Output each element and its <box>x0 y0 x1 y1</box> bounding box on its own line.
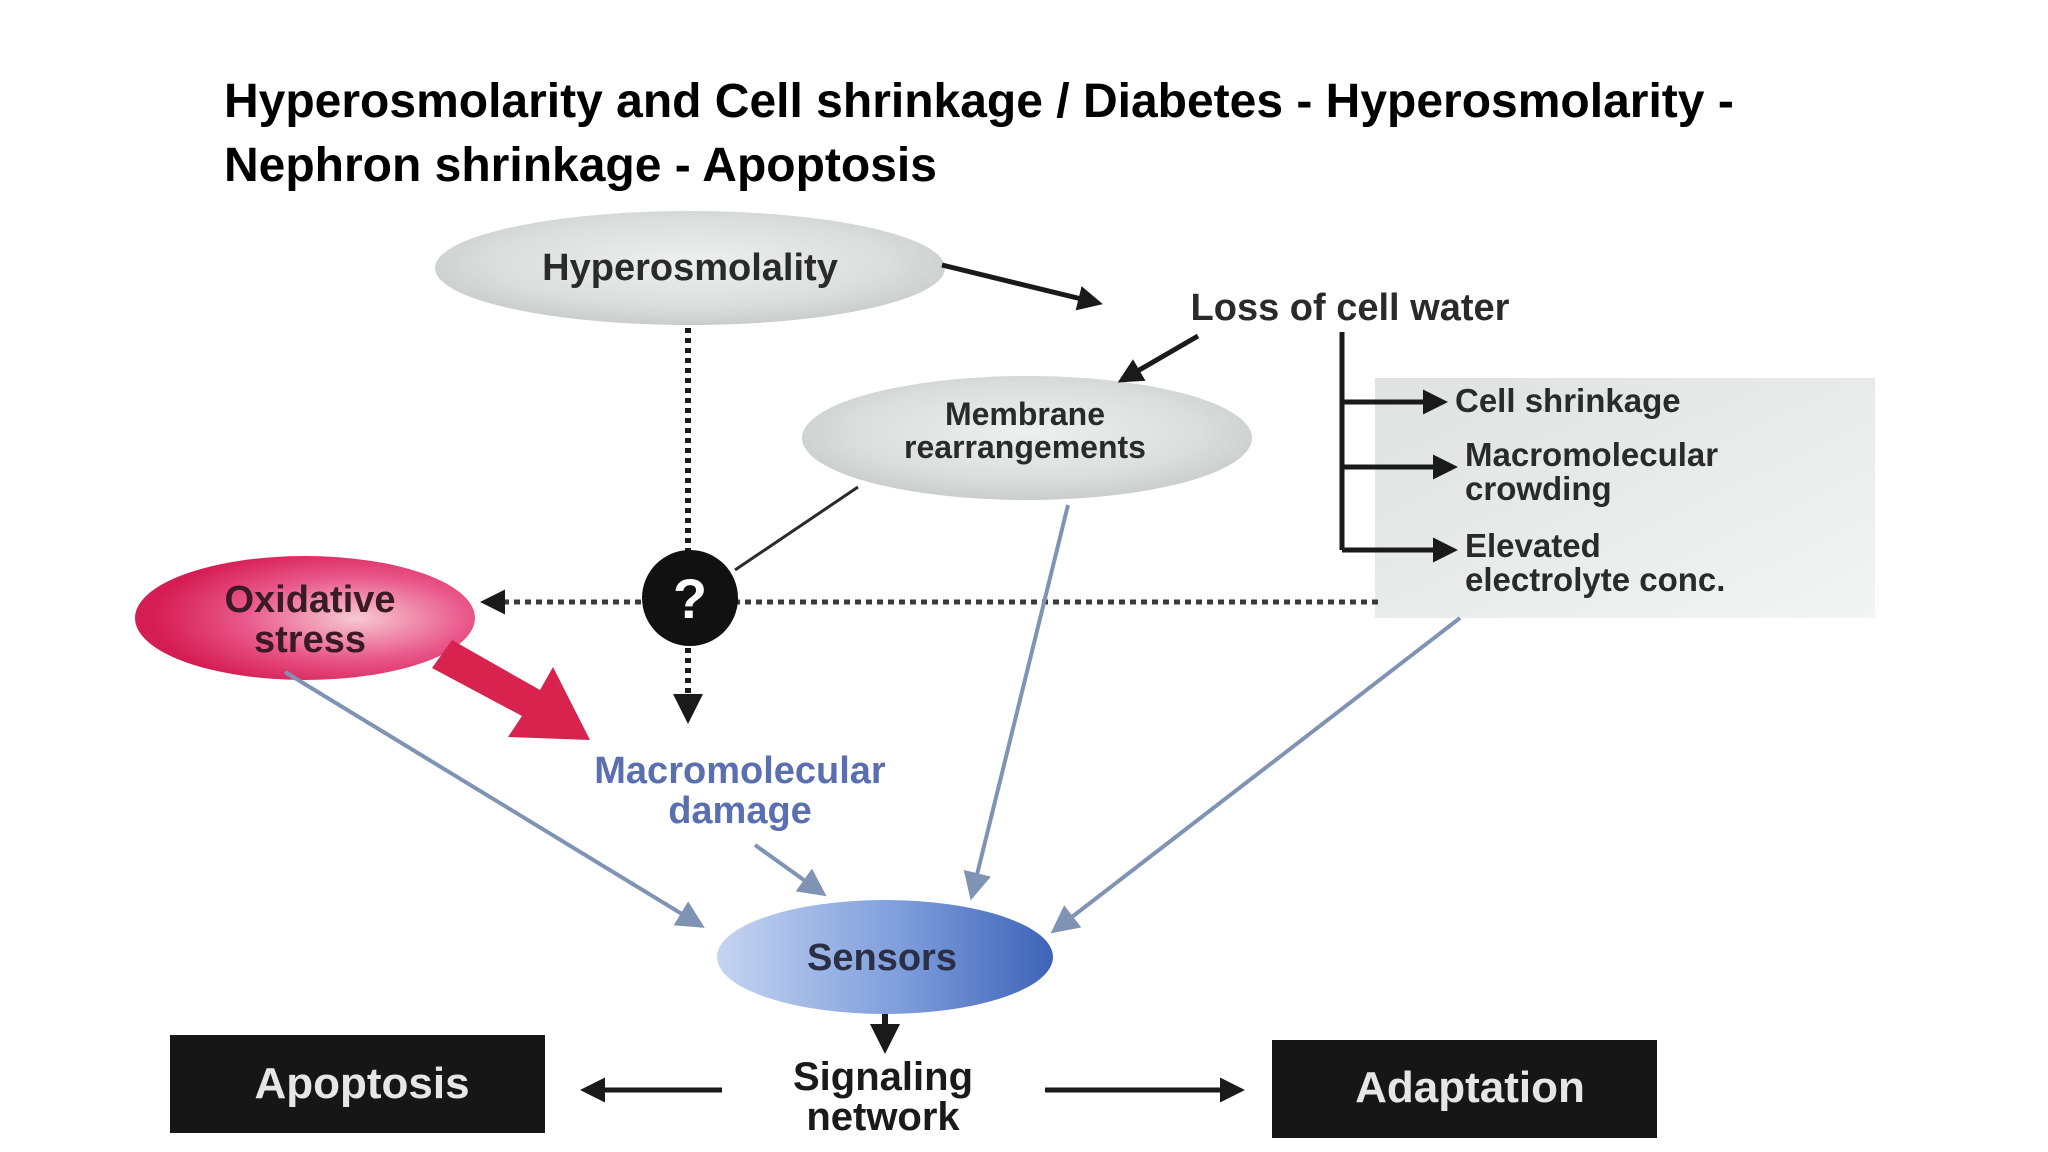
oxidative-stress-node <box>135 556 475 680</box>
arrow-oxidative-to-damage <box>432 640 590 740</box>
macromolecular-damage-label-1: Macromolecular <box>594 750 886 792</box>
adaptation-box <box>1272 1040 1657 1138</box>
unknown-link-label: ? <box>673 567 707 630</box>
membrane-rearrangements-label-2: rearrangements <box>904 429 1146 465</box>
macromolecular-damage-label-2: damage <box>668 790 812 832</box>
oxidative-stress-label-2: stress <box>254 619 366 661</box>
elevated-electrolyte-label-2: electrolyte conc. <box>1465 561 1725 598</box>
hyperosmolality-node <box>435 211 945 325</box>
apoptosis-label: Apoptosis <box>254 1059 469 1108</box>
slide-title-line-2: Nephron shrinkage - Apoptosis <box>224 139 937 192</box>
cell-shrinkage-label: Cell shrinkage <box>1455 382 1681 419</box>
cell-effects-box <box>1375 378 1875 618</box>
loss-of-cell-water-label: Loss of cell water <box>1191 287 1510 329</box>
adaptation-label: Adaptation <box>1355 1063 1585 1112</box>
apoptosis-box <box>170 1035 545 1133</box>
arrow-hyper-to-loss <box>941 262 1103 311</box>
slide-title-line-1: Hyperosmolarity and Cell shrinkage / Dia… <box>224 75 1734 128</box>
macromolecular-crowding-label-1: Macromolecular <box>1465 436 1718 473</box>
arrow-membrane-to-question <box>734 485 859 572</box>
unknown-link-node <box>642 550 738 646</box>
sensors-label: Sensors <box>807 937 957 979</box>
oxidative-stress-label-1: Oxidative <box>224 579 395 621</box>
arrow-loss-to-membrane <box>1117 333 1200 383</box>
macromolecular-crowding-label-2: crowding <box>1465 470 1612 507</box>
signaling-network-label-2: network <box>806 1095 960 1139</box>
elevated-electrolyte-label-1: Elevated <box>1465 527 1601 564</box>
loss-branch-arrows <box>1339 332 1458 563</box>
slide-title: Hyperosmolarity and Cell shrinkage / Dia… <box>224 70 1864 198</box>
hyperosmolality-label: Hyperosmolality <box>542 247 838 289</box>
membrane-rearrangements-label-1: Membrane <box>945 396 1105 432</box>
sensors-node <box>717 900 1053 1014</box>
membrane-rearrangements-node <box>802 376 1252 500</box>
sensor-input-arrows <box>283 504 1462 934</box>
signaling-network-label-1: Signaling <box>793 1055 973 1099</box>
